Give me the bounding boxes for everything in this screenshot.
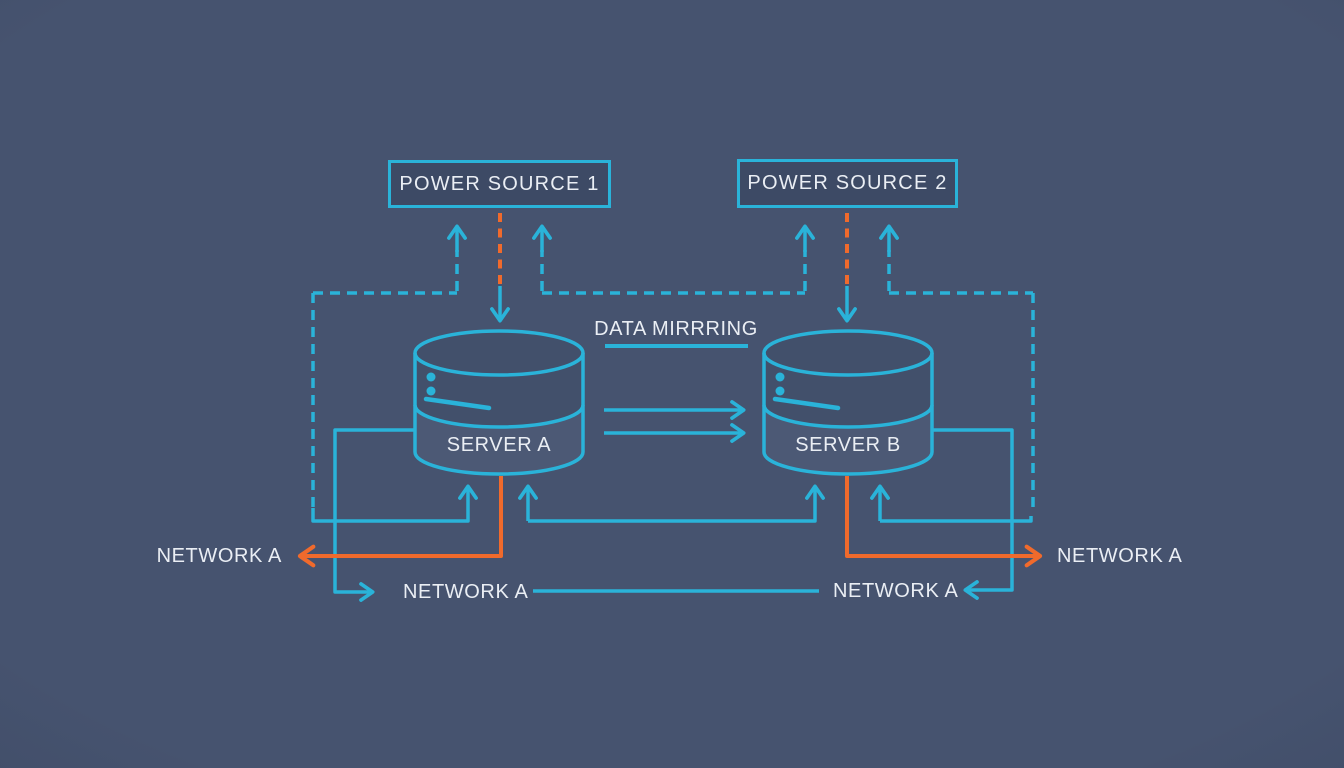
cross-link-arrow-b bbox=[528, 484, 825, 523]
data-mirroring-label: DATA MIRRRING bbox=[594, 318, 758, 340]
server-a-outline bbox=[413, 353, 585, 476]
server-b-top-ellipse bbox=[762, 329, 934, 377]
server-a-slot-line bbox=[423, 396, 492, 411]
loop-into-server-a-left bbox=[311, 484, 478, 523]
loop-bottom-right-segment bbox=[880, 516, 1033, 523]
teal-connections bbox=[311, 224, 1033, 602]
server-b-to-network-line bbox=[932, 428, 1014, 600]
server-a-divider bbox=[413, 404, 585, 429]
server-b-orange-network-line bbox=[845, 476, 1043, 568]
server-b-outline bbox=[762, 353, 934, 476]
server-a-top-ellipse bbox=[413, 329, 585, 377]
server-b-label: SERVER B bbox=[795, 434, 901, 456]
network-a-label-left-orange: NETWORK A bbox=[156, 545, 282, 567]
server-b-cylinder bbox=[762, 329, 934, 476]
server-a-led-2 bbox=[426, 386, 436, 396]
server-b-led-2 bbox=[775, 386, 785, 396]
server-a-to-network-line bbox=[333, 428, 415, 602]
power-source-2-label: POWER SOURCE 2 bbox=[747, 172, 948, 194]
server-a-orange-network-line bbox=[297, 476, 503, 568]
server-b-lower-band bbox=[764, 405, 932, 474]
network-a-label-right-orange: NETWORK A bbox=[1057, 545, 1183, 567]
server-b-divider bbox=[762, 404, 934, 429]
network-a-label-bottom-right: NETWORK A bbox=[833, 580, 959, 602]
server-a-label: SERVER A bbox=[446, 434, 552, 456]
server-a-cylinder bbox=[413, 329, 585, 476]
network-a-label-bottom-left: NETWORK A bbox=[403, 581, 529, 603]
dashed-power-loop bbox=[311, 250, 1035, 514]
server-b-led-1 bbox=[775, 372, 785, 382]
orange-power-feeds bbox=[498, 213, 849, 284]
orange-network-lines bbox=[297, 476, 1043, 568]
server-a-lower-band bbox=[415, 405, 583, 474]
server-a-led-1 bbox=[426, 372, 436, 382]
power-source-2-box: POWER SOURCE 2 bbox=[737, 159, 958, 208]
server-b-slot-line bbox=[772, 396, 841, 411]
power-source-1-label: POWER SOURCE 1 bbox=[399, 172, 600, 195]
power-source-1-box: POWER SOURCE 1 bbox=[388, 160, 611, 208]
